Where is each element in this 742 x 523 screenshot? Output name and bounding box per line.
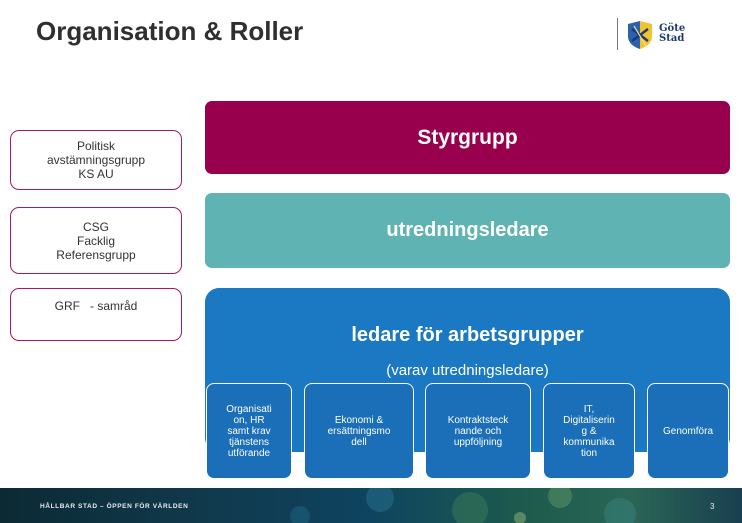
logo-text: Göte Stad	[659, 24, 685, 44]
logo-divider	[617, 18, 618, 50]
work-group-genomfora: Genomföra	[647, 383, 729, 479]
work-group-ekonomi: Ekonomi & ersättningsmo dell	[304, 383, 414, 479]
page-number: 3	[710, 502, 715, 511]
work-group-it: IT, Digitaliserin g & kommunika tion	[543, 383, 635, 479]
side-box-csg: CSG Facklig Referensgrupp	[10, 207, 182, 274]
side-box-grf: GRF - samråd	[10, 288, 182, 341]
logo-text-line1: Göte	[659, 23, 686, 34]
styrgrupp-band: Styrgrupp	[205, 101, 730, 174]
slide-title: Organisation & Roller	[36, 16, 304, 46]
footer-slogan: HÅLLBAR STAD – ÖPPEN FÖR VÄRLDEN	[40, 503, 189, 510]
utredningsledare-band: utredningsledare	[205, 193, 730, 268]
work-group-organisation: Organisati on, HR samt krav tjänstens ut…	[206, 383, 292, 479]
logo-text-line2: Stad	[659, 33, 685, 44]
arbetsgrupper-subtitle: (varav utredningsledare)	[386, 362, 549, 379]
work-group-kontrakt: Kontraktsteck nande och uppföljning	[425, 383, 531, 479]
city-logo: Göte Stad	[617, 18, 697, 52]
side-box-politisk: Politisk avstämningsgrupp KS AU	[10, 130, 182, 190]
footer-bokeh	[290, 488, 636, 523]
footer-bar: HÅLLBAR STAD – ÖPPEN FÖR VÄRLDEN 3	[0, 488, 742, 523]
crest-icon	[628, 21, 652, 49]
arbetsgrupper-title: ledare för arbetsgrupper	[351, 324, 584, 346]
